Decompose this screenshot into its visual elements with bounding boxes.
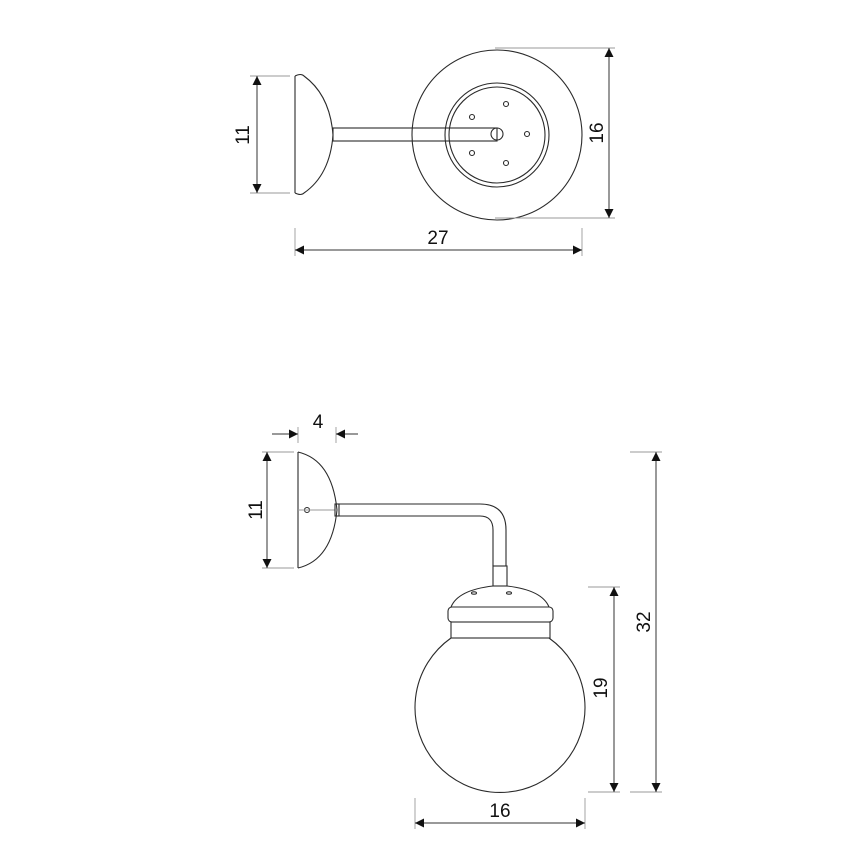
dimension-label: 11 bbox=[246, 500, 267, 520]
dimension-shade-height-19: 19 bbox=[588, 586, 620, 793]
round-plate bbox=[411, 49, 583, 221]
dimension-depth-27: 27 bbox=[294, 228, 583, 256]
globe-shade bbox=[414, 637, 586, 794]
bent-arm bbox=[334, 503, 507, 566]
dimension-label: 11 bbox=[233, 125, 254, 145]
wall-plate-side bbox=[294, 73, 334, 196]
dimension-label: 27 bbox=[427, 228, 448, 249]
wall-plate bbox=[297, 451, 338, 569]
dimension-total-height-32: 32 bbox=[630, 451, 662, 793]
arm bbox=[332, 127, 498, 142]
dimension-plate-depth-4: 4 bbox=[272, 412, 358, 443]
dimension-label: 16 bbox=[587, 122, 608, 143]
dimension-height-11: 11 bbox=[233, 75, 290, 194]
dimension-shade-width-16: 16 bbox=[414, 798, 586, 829]
dimension-label: 19 bbox=[591, 677, 612, 698]
shade-cap bbox=[447, 585, 554, 639]
dimension-label: 16 bbox=[489, 801, 510, 822]
dimension-diameter-16: 16 bbox=[495, 47, 615, 219]
dimension-plate-height-11: 11 bbox=[246, 451, 294, 569]
side-view: 4 11 19 32 16 bbox=[246, 412, 662, 829]
socket bbox=[492, 565, 508, 587]
top-view: 11 16 27 bbox=[233, 47, 615, 256]
dimension-label: 32 bbox=[634, 611, 655, 632]
dimension-label: 4 bbox=[313, 412, 324, 433]
